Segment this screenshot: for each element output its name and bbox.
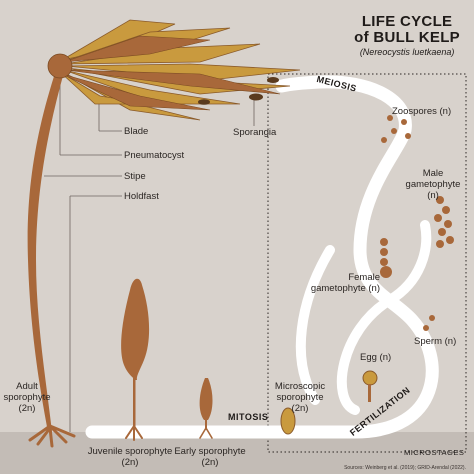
label-zoospores: Zoospores (n) — [392, 106, 452, 117]
microscopic-line-1: Microscopic — [274, 381, 326, 392]
title-scientific-name: (Nereocystis luetkaena) — [359, 47, 455, 57]
juvenile-line-2: (2n) — [121, 457, 139, 468]
label-blade: Blade — [124, 126, 149, 137]
female-gametophyte — [380, 238, 392, 278]
label-male-gametophyte: Male gametophyte (n) — [403, 168, 463, 201]
male-line-2: gametophyte — [405, 179, 461, 190]
sources-note: Sources: Weinberg et al. (2019); GRID-Ar… — [344, 465, 466, 471]
label-early-sporophyte: Early sporophyte (2n) — [170, 446, 250, 468]
sporangia-patches — [198, 77, 279, 105]
female-line-2: gametophyte (n) — [310, 283, 380, 294]
egg — [362, 370, 378, 402]
cycle-arrow-right — [295, 245, 335, 405]
title-line-2: of BULL KELP — [354, 29, 460, 46]
label-juvenile-sporophyte: Juvenile sporophyte (2n) — [80, 446, 180, 468]
adult-line-2: sporophyte — [3, 392, 51, 403]
label-microscopic-sporophyte: Microscopic sporophyte (2n) — [270, 381, 330, 414]
female-line-1: Female — [348, 272, 380, 283]
label-sporangia: Sporangia — [233, 127, 277, 138]
adult-stipe — [27, 70, 64, 432]
adult-holdfast — [28, 424, 76, 448]
leader-lines — [44, 80, 255, 432]
label-holdfast: Holdfast — [124, 191, 159, 202]
early-line-1: Early sporophyte — [174, 446, 246, 457]
label-stipe: Stipe — [124, 171, 146, 182]
male-gametophyte — [434, 196, 454, 248]
seafloor — [0, 432, 474, 474]
adult-line-3: (2n) — [18, 403, 36, 414]
label-sperm: Sperm (n) — [414, 336, 457, 347]
label-female-gametophyte: Female gametophyte (n) — [300, 272, 380, 294]
adult-line-1: Adult — [16, 381, 38, 392]
male-line-1: Male — [422, 168, 444, 179]
early-line-2: (2n) — [201, 457, 219, 468]
microscopic-line-2: sporophyte — [276, 392, 324, 403]
male-line-3: (n) — [427, 190, 439, 201]
zoospores — [381, 115, 411, 143]
microscopic-line-3: (2n) — [291, 403, 309, 414]
kelp-blades-dark — [61, 35, 281, 111]
juvenile-holdfast — [125, 425, 143, 441]
diagram-title: LIFE CYCLE of BULL KELP (Nereocystis lue… — [354, 14, 460, 58]
label-adult-sporophyte: Adult sporophyte (2n) — [0, 381, 54, 414]
juvenile-line-1: Juvenile sporophyte — [87, 446, 173, 457]
cycle-arrow-inner — [336, 220, 432, 415]
label-microstages: MICROSTAGES — [404, 448, 465, 457]
juvenile-sporophyte — [121, 278, 150, 428]
microscopic-sporophyte — [280, 407, 296, 435]
early-holdfast — [199, 427, 213, 439]
label-egg: Egg (n) — [360, 352, 392, 363]
pneumatocyst — [47, 53, 73, 79]
title-line-1: LIFE CYCLE — [361, 13, 453, 30]
label-pneumatocyst: Pneumatocyst — [124, 150, 185, 161]
sperm — [423, 315, 435, 331]
label-mitosis: MITOSIS — [228, 412, 269, 422]
cycle-arrow-outer — [85, 75, 439, 439]
early-sporophyte — [199, 378, 213, 430]
